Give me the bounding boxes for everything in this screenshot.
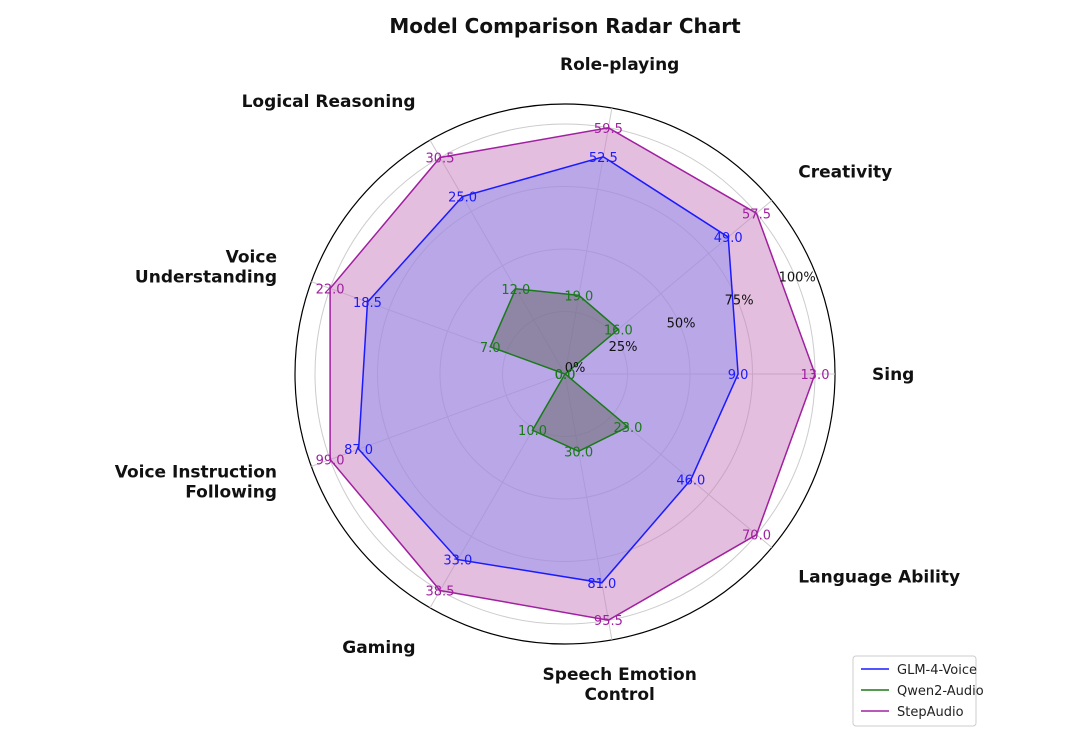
axis-label: Role-playing — [560, 55, 679, 75]
legend-label: Qwen2-Audio — [897, 684, 984, 699]
radial-ticks: 0% 25% 50% 75% 100% — [565, 270, 816, 376]
axis-label: Control — [585, 685, 655, 705]
value-label: 49.0 — [714, 231, 743, 246]
value-labels: 13.0 57.5 59.5 30.5 22.0 99.0 38.5 95.5 70.0 9.0 4… — [316, 122, 830, 629]
value-label: 33.0 — [443, 554, 472, 569]
value-label: 52.5 — [589, 151, 618, 166]
radial-tick-label: 25% — [609, 340, 638, 355]
value-label: 0.0 — [555, 368, 576, 383]
value-label: 19.0 — [564, 289, 593, 304]
value-label: 9.0 — [728, 368, 749, 383]
value-label: 30.0 — [564, 445, 593, 460]
value-label: 22.0 — [316, 282, 345, 297]
value-label: 59.5 — [594, 122, 623, 137]
value-label: 13.0 — [801, 368, 830, 383]
axis-label: Voice Instruction — [115, 463, 277, 483]
value-label: 16.0 — [604, 323, 633, 338]
axis-label: Sing — [872, 365, 914, 385]
axis-label: Logical Reasoning — [242, 92, 416, 112]
value-label: 70.0 — [742, 529, 771, 544]
value-label: 95.5 — [594, 614, 623, 629]
axis-label: Voice — [226, 247, 277, 267]
axis-label: Speech Emotion — [543, 665, 697, 685]
series-group — [329, 127, 816, 621]
value-label: 99.0 — [316, 454, 345, 469]
radial-tick-label: 75% — [725, 293, 754, 308]
value-label: 18.5 — [353, 296, 382, 311]
radial-tick-label: 50% — [667, 317, 696, 332]
legend-label: StepAudio — [897, 705, 964, 720]
value-label: 0.0 — [555, 368, 576, 383]
chart-title: Model Comparison Radar Chart — [389, 14, 741, 38]
series-glm-4-voice-polygon — [357, 155, 739, 584]
axis-label: Understanding — [135, 267, 277, 287]
value-label: 38.5 — [426, 585, 455, 600]
radial-tick-label: 100% — [779, 270, 816, 285]
legend-box — [852, 655, 977, 727]
value-label: 30.5 — [426, 151, 455, 166]
series-qwen2-audio-polygon — [489, 287, 630, 453]
axis-label: Following — [185, 483, 277, 503]
radial-tick-label: 0% — [565, 361, 586, 376]
value-label: 23.0 — [613, 421, 642, 436]
value-label: 7.0 — [480, 341, 501, 356]
value-label: 10.0 — [518, 424, 547, 439]
axis-label: Language Ability — [798, 567, 960, 587]
value-label: 12.0 — [501, 283, 530, 298]
value-label: 87.0 — [344, 443, 373, 458]
axis-label: Creativity — [798, 163, 892, 183]
axis-label: Gaming — [342, 638, 415, 658]
value-label: 81.0 — [587, 577, 616, 592]
value-label: 46.0 — [676, 474, 705, 489]
value-label: 25.0 — [448, 191, 477, 206]
value-label: 57.5 — [742, 207, 771, 222]
legend-label: GLM-4-Voice — [897, 663, 977, 678]
